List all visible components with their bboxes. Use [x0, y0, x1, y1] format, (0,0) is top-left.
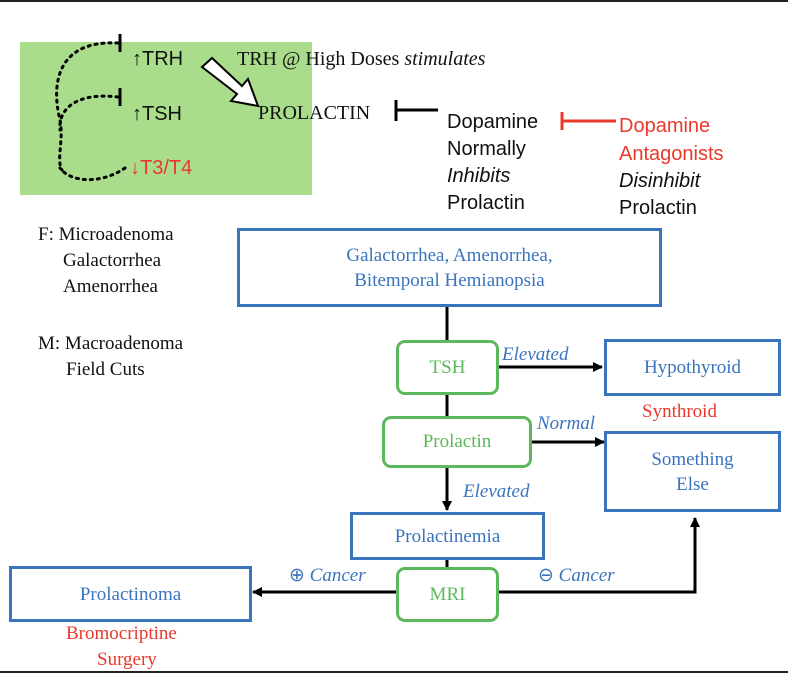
treatment-line1: Bromocriptine — [66, 623, 177, 644]
dopamine-line2: Normally — [447, 138, 526, 160]
male-note-line1: M: Macroadenoma — [38, 333, 184, 354]
symptoms-line1: Galactorrhea, Amenorrhea, — [346, 244, 553, 266]
feedback-arc-tsh — [58, 94, 120, 132]
feedback-arc-t3t4 — [58, 166, 127, 182]
mri-box: MRI — [396, 567, 499, 622]
treatment-line2: Surgery — [97, 649, 157, 670]
trh-note-verb: stimulates — [404, 48, 486, 70]
minus-circle-icon: ⊖ — [538, 565, 554, 586]
synthroid-label: Synthroid — [642, 401, 717, 422]
antagonists-line4: Prolactin — [619, 197, 697, 219]
prolactinemia-box: Prolactinemia — [350, 512, 545, 560]
feedback-panel — [20, 42, 312, 195]
trh-note-prefix: TRH @ High Doses — [237, 48, 405, 70]
prolactin-hormone-label: PROLACTIN — [258, 102, 371, 124]
tsh-box-label: TSH — [429, 356, 466, 378]
t3t4-label: ↓T3/T4 — [130, 157, 193, 179]
prolactin-box: Prolactin — [382, 416, 532, 468]
female-note-line1: F: Microadenoma — [38, 224, 174, 245]
prolactinoma-box: Prolactinoma — [9, 566, 252, 622]
positive-cancer-text: Cancer — [309, 565, 366, 586]
symptoms-line2: Bitemporal Hemianopsia — [354, 269, 545, 291]
stimulate-arrow — [200, 56, 260, 108]
positive-cancer-label: ⊕ Cancer — [289, 563, 366, 589]
antagonists-line1: Dopamine — [619, 115, 711, 137]
arrow-mri-something — [498, 517, 700, 594]
antagonists-line3: Disinhibit — [619, 170, 701, 192]
dopamine-line1: Dopamine — [447, 111, 539, 133]
hypothyroid-label: Hypothyroid — [643, 357, 742, 378]
hypothyroid-box: Hypothyroid — [604, 339, 781, 396]
top-rule — [0, 0, 788, 2]
mri-label: MRI — [429, 583, 466, 605]
prolactin-normal-label: Normal — [537, 413, 596, 434]
antagonists-line2: Antagonists — [619, 143, 724, 165]
dopamine-line3: Inhibits — [447, 165, 511, 187]
negative-cancer-text: Cancer — [558, 565, 615, 586]
female-note-line3: Amenorrhea — [63, 276, 158, 297]
something-else-box: Something Else — [604, 431, 781, 512]
bottom-rule — [0, 671, 788, 673]
something-line2: Else — [676, 473, 709, 495]
tsh-box: TSH — [396, 340, 499, 395]
trh-high-dose-note: TRH @ High Doses stimulates — [237, 46, 485, 72]
prolactinemia-label: Prolactinemia — [394, 525, 501, 547]
prolactin-elevated-label: Elevated — [463, 481, 530, 502]
prolactin-box-label: Prolactin — [422, 431, 492, 452]
dopamine-line4: Prolactin — [447, 192, 525, 214]
feedback-arc-trh — [55, 41, 120, 172]
female-note-line2: Galactorrhea — [63, 250, 162, 271]
symptoms-box: Galactorrhea, Amenorrhea, Bitemporal Hem… — [237, 228, 662, 307]
male-note-line2: Field Cuts — [66, 359, 145, 380]
negative-cancer-label: ⊖ Cancer — [538, 563, 615, 589]
tsh-label: ↑TSH — [132, 103, 182, 125]
something-line1: Something — [651, 448, 734, 470]
tsh-elevated-label: Elevated — [502, 344, 569, 365]
trh-label: ↑TRH — [132, 48, 184, 70]
plus-circle-icon: ⊕ — [289, 565, 305, 586]
prolactinoma-label: Prolactinoma — [79, 583, 182, 605]
